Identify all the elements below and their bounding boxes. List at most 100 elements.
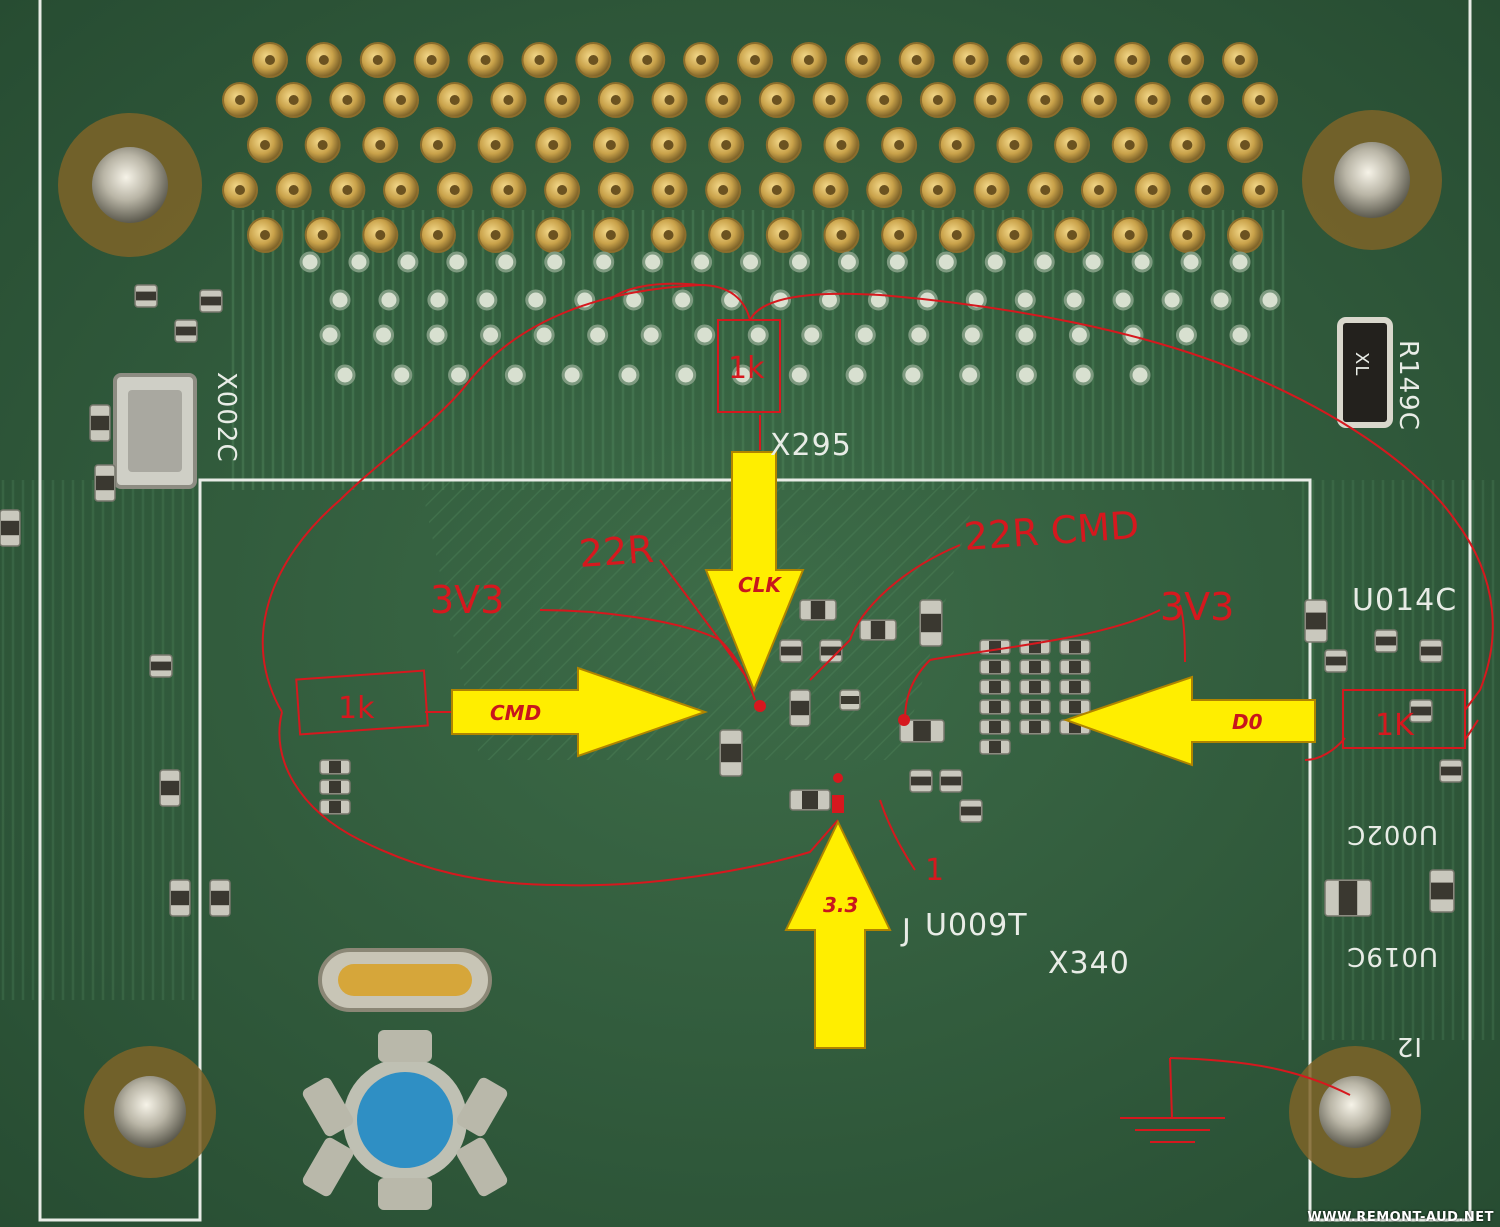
smd-part: [919, 599, 943, 647]
smd-part: [319, 799, 351, 815]
smd-part: [174, 319, 198, 343]
smd-part: [1019, 679, 1051, 695]
arrow-d0[interactable]: D0: [1062, 675, 1316, 767]
connector-pad: [413, 42, 450, 78]
connector-pad: [1027, 82, 1064, 118]
silk-u019c: U019C: [1346, 941, 1438, 971]
connector-pad: [592, 127, 629, 163]
connector-pad: [1114, 42, 1151, 78]
connector-pad: [362, 217, 399, 253]
via: [480, 324, 502, 346]
connector-pad: [1111, 127, 1148, 163]
connector-pad: [844, 42, 881, 78]
smd-part: [839, 689, 861, 711]
via: [1210, 289, 1232, 311]
connector-pad: [252, 42, 288, 78]
silk-u002c: U002C: [1346, 819, 1438, 849]
resistor-box-right: [1342, 689, 1466, 749]
note-res-top: 1k: [728, 351, 765, 386]
via: [446, 251, 468, 273]
connector-pad: [881, 127, 918, 163]
connector-pad: [651, 172, 688, 208]
via: [1175, 324, 1197, 346]
arrow-clk[interactable]: CLK: [704, 451, 805, 693]
via: [495, 251, 517, 273]
connector-pad: [650, 217, 687, 253]
smd-part: [1019, 659, 1051, 675]
smd-part: [149, 654, 173, 678]
connector-pad: [490, 172, 527, 208]
ground-symbol: [1120, 1057, 1351, 1143]
connector-pad: [275, 172, 312, 208]
connector-pad: [866, 172, 903, 208]
connector-pad: [651, 82, 688, 118]
smd-part: [319, 759, 351, 775]
via: [788, 251, 810, 273]
connector-pad: [705, 82, 742, 118]
connector-pad: [1080, 172, 1117, 208]
arrow-power[interactable]: 3.3: [784, 819, 892, 1049]
smd-part: [979, 659, 1011, 675]
via: [747, 324, 769, 346]
via: [397, 251, 419, 273]
connector-pad: [952, 42, 989, 78]
via: [504, 364, 526, 386]
smd-part: [789, 689, 811, 727]
connector-pad: [535, 127, 572, 163]
note-22r-left: 22R: [578, 527, 656, 576]
via: [299, 251, 321, 273]
via: [1180, 251, 1202, 273]
via: [544, 251, 566, 273]
via: [691, 251, 713, 273]
smd-part: [979, 679, 1011, 695]
solder-dot-power: [833, 773, 843, 783]
connector-pad: [304, 127, 341, 163]
smd-part: [979, 739, 1011, 755]
smd-part: [1439, 759, 1463, 783]
via: [961, 324, 983, 346]
connector-pad: [419, 127, 456, 163]
via: [732, 364, 753, 386]
smd-part: [789, 789, 831, 811]
connector-pad: [329, 172, 366, 208]
via: [672, 289, 694, 311]
arrow-cmd[interactable]: CMD: [451, 666, 709, 758]
via: [959, 364, 981, 386]
smd-part: [209, 879, 231, 917]
smd-part: [799, 599, 837, 621]
smd-part: [779, 639, 803, 663]
arrow-clk-label: CLK: [738, 573, 782, 597]
connector-pad: [1134, 82, 1171, 118]
via: [642, 251, 664, 273]
via: [525, 289, 547, 311]
trace-area-left: [0, 480, 200, 1000]
via: [1063, 289, 1085, 311]
smd-part: [1324, 879, 1372, 917]
connector-pad: [938, 127, 975, 163]
smd-part: [1374, 629, 1398, 653]
via: [845, 364, 867, 386]
connector-pad: [1242, 82, 1278, 118]
via: [319, 324, 341, 346]
via: [329, 289, 351, 311]
connector-pad: [765, 127, 802, 163]
connector-pad: [477, 127, 514, 163]
connector-pad: [683, 42, 720, 78]
via-field: [299, 251, 1281, 386]
via: [1161, 289, 1183, 311]
via: [1072, 364, 1094, 386]
connector-pad: [275, 82, 312, 118]
silk-u009t: U009T: [925, 908, 1028, 943]
connector-pad: [1006, 42, 1043, 78]
via: [1229, 251, 1251, 273]
via: [1082, 251, 1104, 273]
smd-part: [1019, 719, 1051, 735]
mount-hole-bottom-right: [1289, 1046, 1421, 1178]
connector-pad: [1242, 172, 1278, 208]
smd-part: [819, 639, 843, 663]
smd-part: [319, 779, 351, 795]
via: [533, 324, 555, 346]
connector-pad: [305, 42, 342, 78]
red-wire-loops: [261, 282, 1494, 887]
